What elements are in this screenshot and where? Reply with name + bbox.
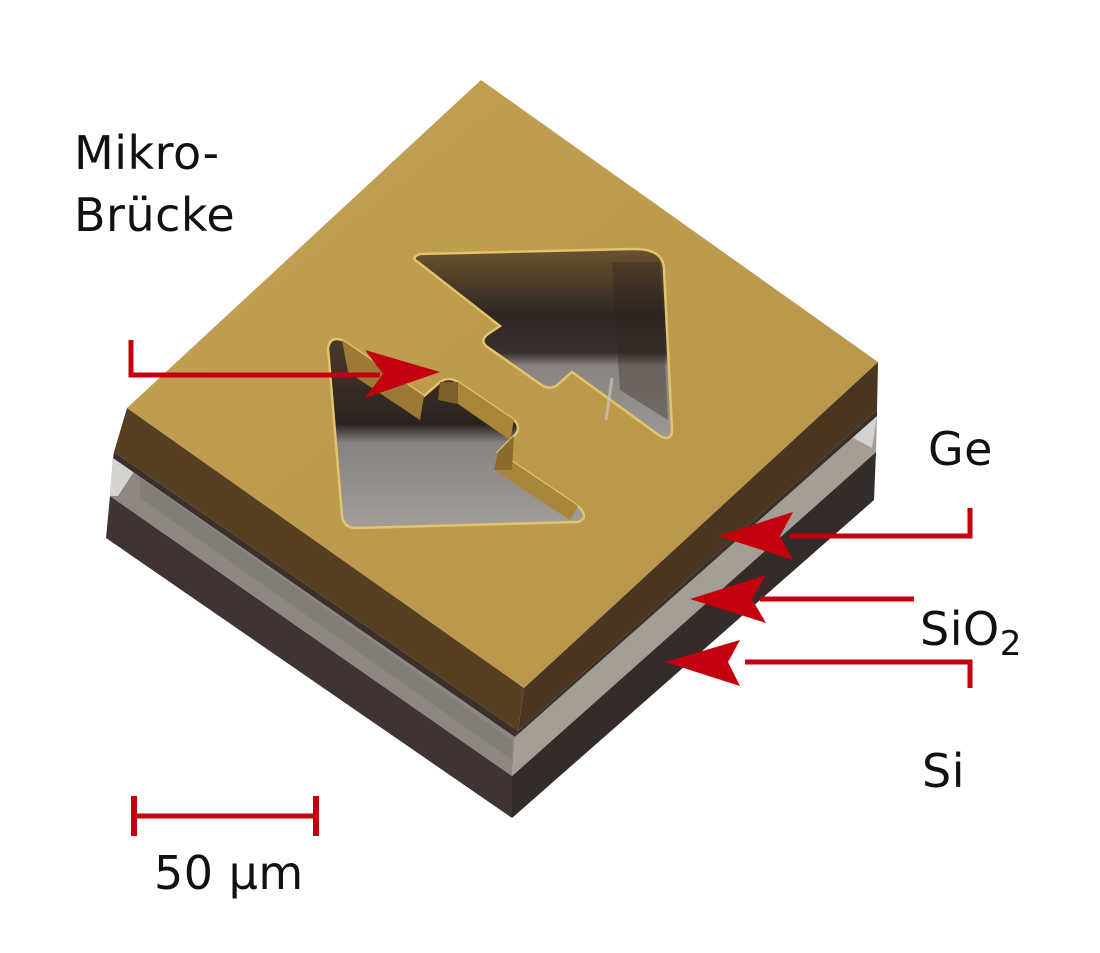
label-si: Si [922,744,965,798]
si-layer [106,452,876,818]
label-sio2: SiO2 [920,598,1022,675]
label-mikro-bruecke: Mikro- Brücke [74,122,235,246]
arrow-si [665,640,973,688]
ge-top-face [127,80,878,688]
cutout-upper-right [413,247,674,440]
ge-layer-sides [114,362,878,731]
arrow-ge [718,508,973,560]
scale-bar [131,796,319,836]
label-sio2-subscript: 2 [999,624,1022,664]
sio2-layer [110,416,877,776]
label-scale-bar: 50 µm [154,846,304,900]
arrow-sio2 [690,575,914,623]
label-sio2-base: SiO [920,602,1000,656]
interface-line [113,410,877,737]
arrow-mikro-bruecke [128,340,440,398]
label-ge: Ge [928,422,993,476]
label-mikro-line1: Mikro- [74,126,220,180]
label-mikro-line2: Brücke [74,188,236,242]
